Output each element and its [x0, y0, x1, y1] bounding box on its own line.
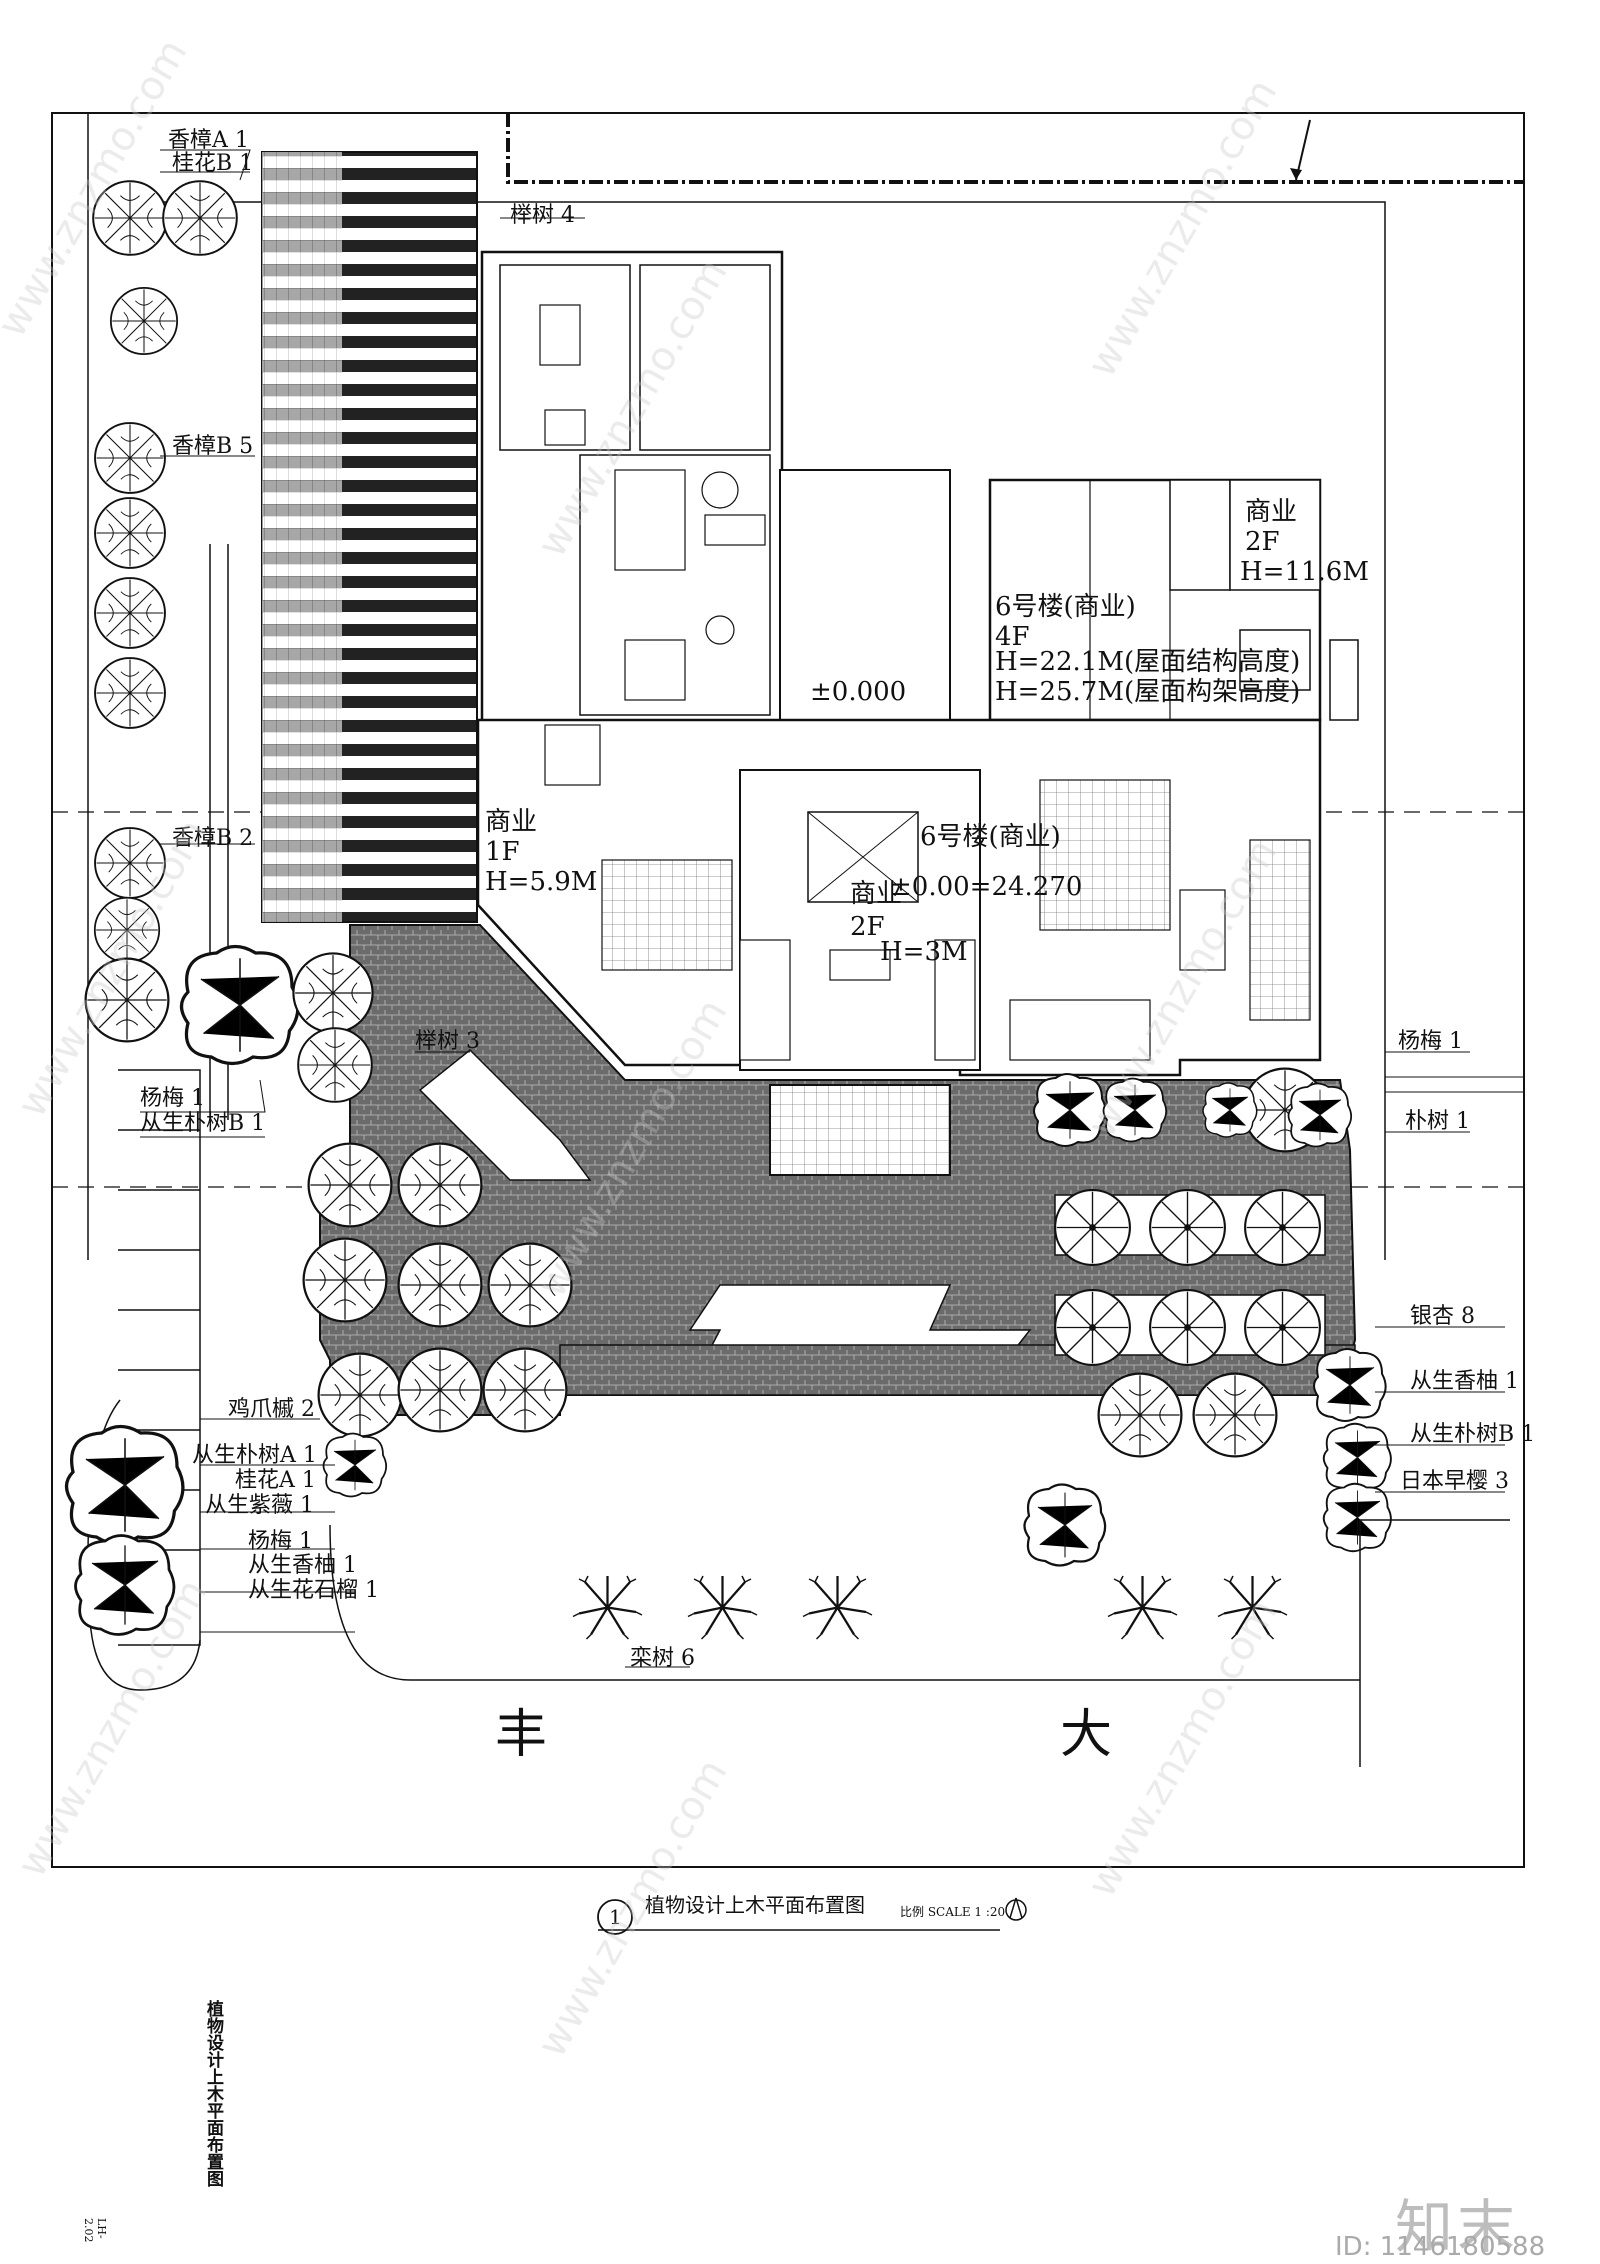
drawing-frame	[51, 112, 1525, 1868]
label-jizhuaqi-2: 鸡爪槭 2	[228, 1397, 315, 1422]
label-yangmei-1-left: 杨梅 1	[140, 1086, 205, 1111]
label-guihua-a1: 桂花A 1	[235, 1468, 316, 1493]
label-luanshu-6: 栾树 6	[630, 1646, 695, 1671]
label-shangye-2f-center: 商业	[850, 879, 902, 909]
watermark-site: www.znzmo.com	[1079, 72, 1287, 385]
ramp-stair	[418, 1048, 592, 1181]
label-height-center: H=3M	[880, 937, 968, 967]
label-shangye-right: 商业	[1245, 497, 1297, 527]
image-id: ID: 1146180588	[1335, 2232, 1546, 2262]
right-path	[1385, 1076, 1524, 1093]
scale-text: 比例 SCALE 1 :200	[900, 1905, 1013, 1919]
label-height-right: H=11.6M	[1240, 557, 1369, 587]
side-title: 植物设计上木平面布置图	[203, 2000, 223, 2187]
label-floor-2f-center: 2F	[850, 912, 885, 942]
north-arrow-icon	[1005, 1897, 1027, 1921]
building-residential	[480, 250, 784, 724]
brand-logo: 知末	[1395, 2193, 1520, 2261]
building-6-commercial	[779, 469, 1359, 722]
label-bldg6-floors: 4F	[995, 622, 1030, 652]
sheet-number: LH-2.02	[82, 2218, 108, 2243]
title-number: 1	[609, 1905, 622, 1929]
label-guihua-b1: 桂花B 1	[172, 151, 253, 176]
label-height-1f: H=5.9M	[485, 867, 597, 897]
label-xiangzhang-b2: 香樟B 2	[172, 826, 253, 851]
road-edge	[329, 1519, 1510, 1767]
label-jushu-3: 榉树 3	[415, 1029, 480, 1054]
label-congsheng-xiangyou-1-bottom: 从生香柚 1	[248, 1553, 357, 1578]
label-elevation-zero: ±0.000	[810, 677, 906, 707]
label-jushu-4: 榉树 4	[510, 203, 575, 228]
label-bldg6-h2: H=25.7M(屋面构架高度)	[995, 677, 1300, 707]
label-yinxing-8: 银杏 8	[1410, 1304, 1475, 1329]
label-xiangzhang-a1: 香樟A 1	[168, 128, 249, 153]
label-congsheng-pushu-a1: 从生朴树A 1	[192, 1443, 317, 1468]
luan-trees	[571, 1574, 1289, 1641]
label-bldg6-title: 6号楼(商业)	[995, 592, 1136, 622]
label-congsheng-xiangyou-1-right: 从生香柚 1	[1410, 1369, 1519, 1394]
label-floor-1f: 1F	[485, 837, 520, 867]
parking-grid	[262, 152, 342, 922]
label-xiangzhang-b5: 香樟B 5	[172, 434, 253, 459]
label-congsheng-pushu-b1-right: 从生朴树B 1	[1410, 1422, 1535, 1447]
label-bldg6-h1: H=22.1M(屋面结构高度)	[995, 647, 1300, 677]
title-number-circle	[597, 1899, 633, 1935]
site-boundary	[506, 113, 1524, 184]
label-shangye-1f: 商业	[485, 807, 537, 837]
label-congsheng-pushu-b1-left: 从生朴树B 1	[140, 1111, 265, 1136]
label-pushu-1: 朴树 1	[1405, 1109, 1470, 1134]
label-riben-zaoying-3: 日本早樱 3	[1400, 1469, 1509, 1494]
label-yangmei-1-bottom: 杨梅 1	[248, 1529, 313, 1554]
road-name-char-1: 丰	[495, 1705, 547, 1765]
north-arrow-head	[1290, 168, 1302, 180]
leader-lines	[140, 149, 1505, 1668]
property-line	[87, 113, 1386, 1260]
road-name-char-2: 大	[1060, 1705, 1112, 1765]
entry-plaza-grid	[769, 1084, 951, 1176]
label-congsheng-ziwei-1: 从生紫薇 1	[205, 1493, 314, 1518]
label-floor-2f-right: 2F	[1245, 527, 1280, 557]
building-commercial-1f	[476, 718, 1322, 1077]
label-bldg6-shangye: 6号楼(商业)	[920, 822, 1061, 852]
label-elevation-center: ±0.00=24.270	[890, 872, 1082, 902]
title-text: 植物设计上木平面布置图	[645, 1893, 865, 1917]
label-congsheng-shiliu-1: 从生花石榴 1	[248, 1578, 379, 1603]
label-yangmei-1-right: 杨梅 1	[1398, 1029, 1463, 1054]
